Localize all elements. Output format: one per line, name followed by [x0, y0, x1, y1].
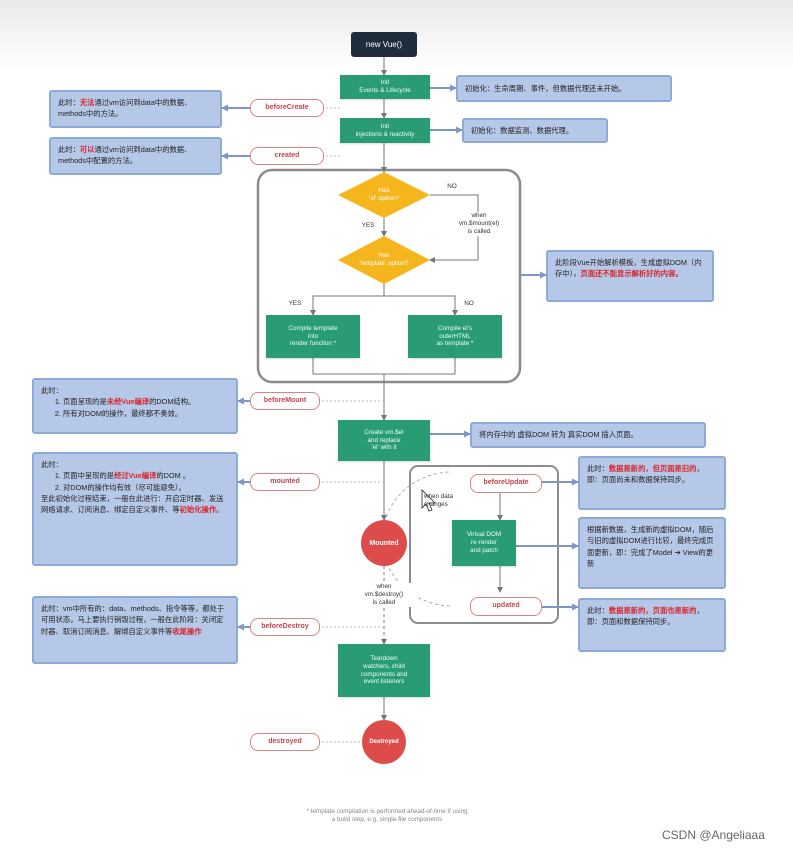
label-when-data-changes: when data changes	[424, 493, 454, 508]
has-el-text: Has 'el' option?	[369, 187, 399, 202]
hook-created: created	[250, 147, 324, 165]
init-injections-box: Init injections & reactivity	[340, 118, 430, 143]
compile-template-box: Compile template into render function *	[266, 315, 360, 358]
footnote: * template compilation is performed ahea…	[306, 808, 468, 824]
note-before-mount: 此时： 页面呈现的是未经Vue编译的DOM结构。 所有对DOM的操作，最终都不奏…	[32, 378, 238, 434]
note-created: 此时：可以通过vm访问到data中的数据、methods中配置的方法。	[49, 137, 222, 175]
init-events-box: Init Events & Lifecycle	[340, 75, 430, 99]
label-yes-template: YES	[288, 300, 302, 307]
label-when-mount: when vm.$mount(el) is called	[446, 212, 512, 236]
hook-before-mount: beforeMount	[250, 392, 320, 410]
note-virtual-dom: 根据新数据，生成新的虚拟DOM，随后与旧的虚拟DOM进行比较，最终完成页面更新，…	[578, 517, 726, 589]
note-create-el: 将内存中的 虚拟DOM 转为 真实DOM 插入页面。	[470, 422, 706, 448]
note-before-create: 此时：无法通过vm访问到data中的数据、methods中的方法。	[49, 90, 222, 128]
has-template-text: Has 'template' option?	[359, 252, 409, 267]
hook-updated: updated	[470, 597, 542, 616]
label-no-el: NO	[447, 183, 457, 190]
teardown-box: Teardown watchers, child components and …	[338, 644, 430, 697]
note-compile: 此阶段Vue开始解析模板，生成虚拟DOM（内存中），页面还不能显示解析好的内容。	[546, 250, 714, 302]
compile-outerhtml-box: Compile el's outerHTML as template *	[408, 315, 502, 358]
note-updated: 此时：数据是新的，页面也是新的，即：页面和数据保持同步。	[578, 598, 726, 652]
virtual-dom-box: Virtual DOM re-render and patch	[452, 520, 516, 566]
new-vue-box: new Vue()	[351, 32, 417, 57]
label-no-template: NO	[464, 300, 474, 307]
hook-before-create: beforeCreate	[250, 99, 324, 117]
create-vm-el-box: Create vm.$el and replace 'el' with it	[338, 420, 430, 461]
hook-before-update: beforeUpdate	[470, 474, 542, 493]
note-before-destroy: 此时：vm中所有的：data、methods、指令等等，都处于可用状态，马上要执…	[32, 596, 238, 664]
note-before-update: 此时：数据是新的，但页面是旧的，即：页面尚未和数据保持同步。	[578, 456, 726, 510]
hook-mounted: mounted	[250, 473, 320, 491]
note-init-injections: 初始化：数据监测、数据代理。	[462, 118, 608, 143]
has-template-diamond	[338, 236, 430, 284]
mounted-circle-label: Mounted	[369, 539, 399, 547]
label-yes-el: YES	[361, 222, 375, 229]
mounted-circle	[361, 520, 407, 566]
note-init-events: 初始化：生命周期、事件，但数据代理还未开始。	[456, 75, 672, 102]
hook-before-destroy: beforeDestroy	[250, 618, 320, 636]
destroyed-circle	[362, 720, 406, 764]
note-mounted: 此时： 页面中呈现的是经过Vue编译的DOM 。 对DOM的操作均有效（尽可能避…	[32, 452, 238, 566]
mouse-cursor-icon	[421, 489, 436, 512]
has-el-diamond	[338, 172, 430, 218]
watermark: CSDN @Angeliaaa	[662, 828, 765, 842]
destroyed-circle-label: Destroyed	[369, 739, 399, 745]
hook-destroyed: destroyed	[250, 733, 320, 751]
label-when-destroy: when vm.$destroy() is called	[352, 583, 416, 607]
update-frame	[409, 465, 559, 624]
